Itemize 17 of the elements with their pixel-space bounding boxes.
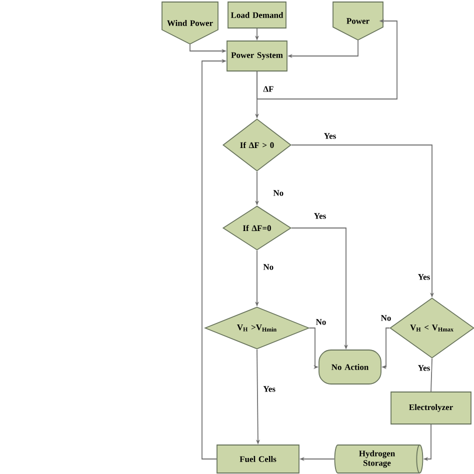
terminal-box: No Action <box>318 350 382 384</box>
process-box: Load Demand <box>228 2 286 28</box>
edge-label: No <box>314 318 328 326</box>
edge-label: No <box>262 263 275 271</box>
input-banner: Power <box>332 2 384 40</box>
edge-label: Yes <box>312 212 328 220</box>
storage-cylinder: Hydrogen Storage <box>334 444 424 474</box>
edge-label: Yes <box>262 385 276 393</box>
process-box: Fuel Cells <box>216 444 300 474</box>
edge-label: No <box>272 189 285 197</box>
input-banner: Wind Power <box>162 2 218 44</box>
branch-label: Yes <box>416 273 432 281</box>
process-box: Power System <box>226 40 288 72</box>
edge-label: ΔF <box>262 85 275 93</box>
edge-label: Yes <box>416 364 432 372</box>
edge-label: Yes <box>322 132 338 140</box>
process-box: Electrolyzer <box>390 392 472 424</box>
